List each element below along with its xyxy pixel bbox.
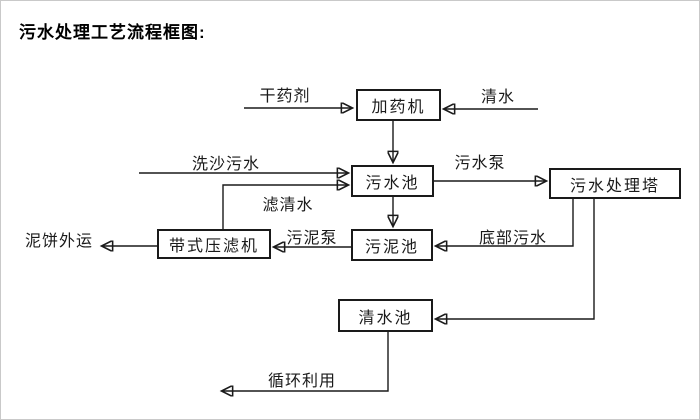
label-mud-cake-out: 泥饼外运 (24, 233, 93, 250)
node-treatment-tower: 污水处理塔 (549, 168, 681, 199)
label-filtered-water: 滤清水 (262, 197, 314, 214)
arrow-bottom-sewage-to-sludge-pool (436, 199, 574, 246)
arrow-tower-to-clean-water-pool (436, 199, 595, 319)
node-sludge-pool: 污泥池 (351, 229, 433, 261)
node-sewage-pool: 污水池 (351, 165, 434, 197)
label-sand-washing-sewage: 洗沙污水 (191, 156, 260, 173)
node-belt-filter-press: 带式压滤机 (157, 229, 271, 259)
diagram-title: 污水处理工艺流程框图: (19, 23, 206, 42)
arrow-filtered-water-to-sewage-pool (222, 185, 348, 229)
arrow-clean-water-recycle (222, 332, 389, 391)
label-sludge-pump: 污泥泵 (286, 230, 338, 247)
node-clean-water-pool: 清水池 (338, 299, 433, 332)
label-bottom-sewage: 底部污水 (478, 230, 547, 247)
label-clean-water: 清水 (480, 89, 515, 106)
label-recycle-reuse: 循环利用 (267, 373, 336, 390)
label-dry-agent: 干药剂 (259, 88, 311, 105)
label-sewage-pump: 污水泵 (454, 155, 506, 172)
node-dosing-machine: 加药机 (356, 89, 441, 121)
